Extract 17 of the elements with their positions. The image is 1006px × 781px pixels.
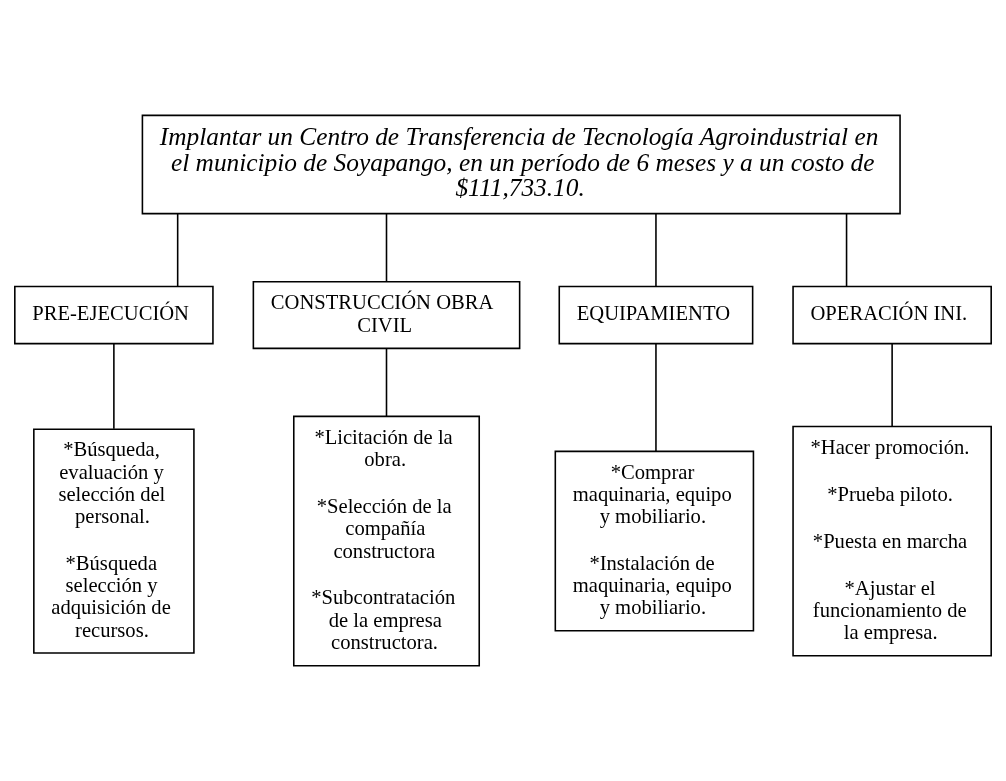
connector [385, 347, 388, 418]
connector [176, 213, 179, 288]
connector [655, 213, 657, 288]
node-box: OPERACIÓN INI. [792, 285, 992, 345]
connector [655, 342, 657, 453]
connector [385, 213, 388, 283]
node-box: CONSTRUCCIÓN OBRA CIVIL [252, 280, 521, 350]
node-box: *Búsqueda, evaluación y selección del personal. *Búsqueda selección y adquisición de recursos. [33, 428, 195, 654]
connector [113, 342, 115, 430]
connector [891, 342, 893, 427]
node-box: Implantar un Centro de Transferencia de Tecnología Agroindustrial en el municipio de Soyapango, en un período de 6 meses y a un costo de $111,733.10. [141, 114, 901, 215]
node-box: *Hacer promoción. *Prueba piloto. *Puesta en marcha *Ajustar el funcionamiento de la empresa. [792, 425, 992, 657]
node-box: EQUIPAMIENTO [558, 285, 754, 345]
connector [845, 213, 848, 288]
node-box: *Comprar maquinaria, equipo y mobiliario. *Instalación de maquinaria, equipo y mobiliario. [554, 450, 755, 632]
node-box: *Licitación de la obra. *Selección de la compañía constructora *Subcontratación de la empresa constructora. [293, 415, 480, 667]
node-box: PRE-EJECUCIÓN [14, 285, 214, 345]
